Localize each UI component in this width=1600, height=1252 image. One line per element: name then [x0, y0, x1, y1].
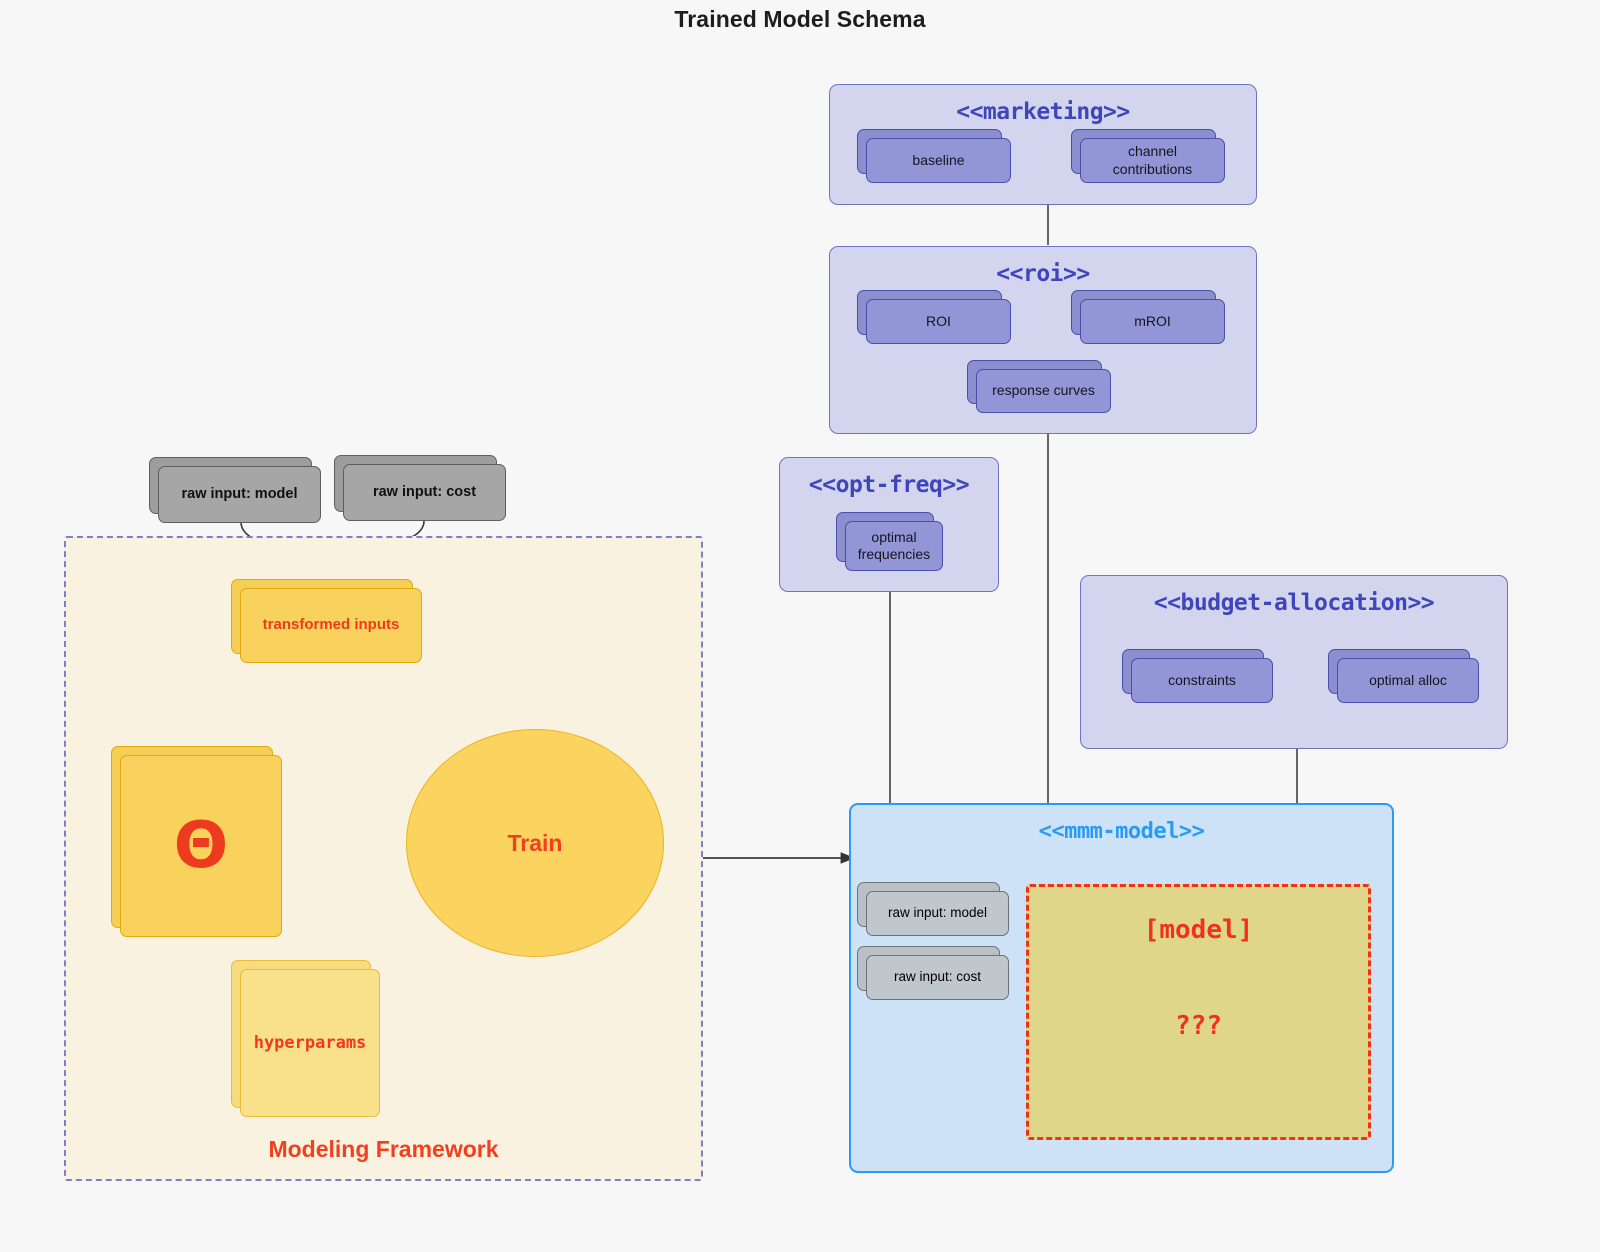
hyperparams-label: hyperparams: [240, 969, 380, 1117]
page-title: Trained Model Schema: [674, 6, 926, 32]
model-region[interactable]: [model] ???: [1026, 884, 1371, 1140]
component-response-curves[interactable]: response curves: [967, 360, 1111, 413]
train-label: Train: [507, 829, 563, 856]
mmm-raw-input-cost-label: raw input: cost: [866, 955, 1009, 1000]
transformed-inputs-card[interactable]: transformed inputs: [231, 579, 422, 663]
model-region-unknown: ???: [1175, 1011, 1222, 1041]
transformed-inputs-label: transformed inputs: [240, 588, 422, 663]
raw-input-model-label: raw input: model: [158, 466, 321, 523]
component-mroi-label: mROI: [1080, 299, 1225, 344]
package-opt-freq-title: <<opt-freq>>: [808, 472, 970, 498]
component-optimal-alloc-label: optimal alloc: [1337, 658, 1479, 703]
component-constraints[interactable]: constraints: [1122, 649, 1273, 703]
mmm-raw-input-model-label: raw input: model: [866, 891, 1009, 936]
component-roi[interactable]: ROI: [857, 290, 1011, 344]
component-optimal-frequencies-line2: frequencies: [857, 546, 931, 562]
component-optimal-frequencies-face: optimal frequencies: [845, 521, 943, 571]
train-ellipse[interactable]: Train: [406, 729, 664, 957]
raw-input-model[interactable]: raw input: model: [149, 457, 321, 523]
package-marketing-title: <<marketing>>: [956, 99, 1130, 125]
component-optimal-frequencies-line1: optimal: [871, 529, 917, 546]
theta-card[interactable]: Θ: [111, 746, 282, 937]
component-channel-contributions-label: channel contributions: [1080, 138, 1225, 183]
component-mroi[interactable]: mROI: [1071, 290, 1225, 344]
component-optimal-alloc[interactable]: optimal alloc: [1328, 649, 1479, 703]
raw-input-cost[interactable]: raw input: cost: [334, 455, 506, 521]
hyperparams-card[interactable]: hyperparams: [231, 960, 380, 1117]
component-constraints-label: constraints: [1131, 658, 1273, 703]
package-roi-title: <<roi>>: [996, 261, 1090, 287]
package-mmm-model-title: <<mmm-model>>: [1038, 819, 1205, 844]
mmm-raw-input-cost[interactable]: raw input: cost: [857, 946, 1009, 1000]
component-baseline[interactable]: baseline: [857, 129, 1011, 183]
theta-face: Θ: [120, 755, 282, 937]
model-region-label: [model]: [1143, 915, 1254, 945]
package-budget-allocation-title: <<budget-allocation>>: [1153, 590, 1435, 616]
component-channel-contributions[interactable]: channel contributions: [1071, 129, 1225, 183]
component-response-curves-label: response curves: [976, 369, 1111, 413]
component-optimal-frequencies[interactable]: optimal frequencies: [836, 512, 943, 571]
theta-symbol: Θ: [173, 809, 229, 883]
modeling-framework-label: Modeling Framework: [268, 1136, 499, 1162]
raw-input-cost-label: raw input: cost: [343, 464, 506, 521]
component-baseline-label: baseline: [866, 138, 1011, 183]
mmm-raw-input-model[interactable]: raw input: model: [857, 882, 1009, 936]
component-roi-label: ROI: [866, 299, 1011, 344]
